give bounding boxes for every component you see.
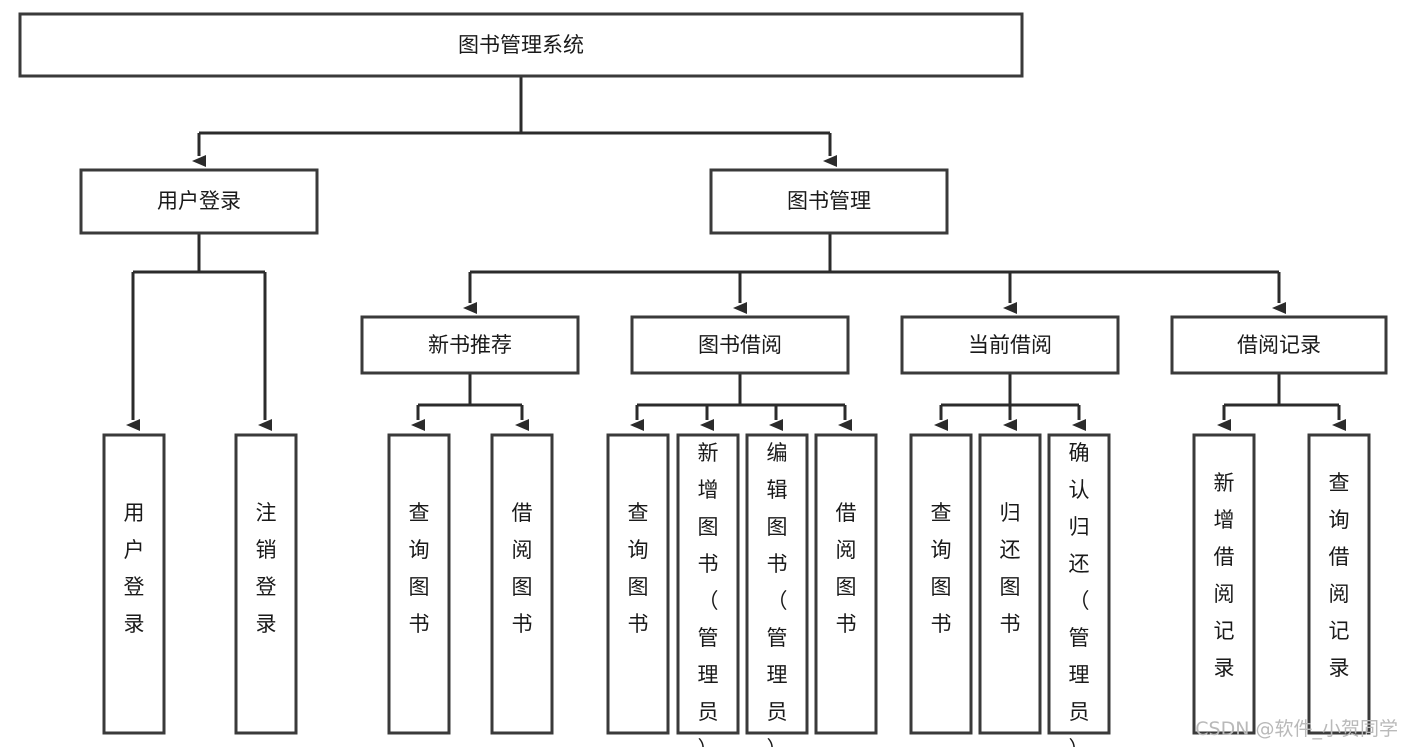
node-leaf-edit-book-box[interactable] xyxy=(745,433,809,735)
node-root[interactable]: 图书管理系统 xyxy=(18,12,1024,78)
node-user-login-label: 用户登录 xyxy=(157,189,241,213)
node-leaf-confirm-return-label: 确认归还（管理员） xyxy=(1069,441,1090,747)
node-leaf-borrow-book-1-box[interactable] xyxy=(490,433,554,735)
node-leaf-user-login-box[interactable] xyxy=(102,433,166,735)
connector-group-book-borrow xyxy=(630,373,852,431)
node-user-login-box[interactable] xyxy=(79,168,319,235)
node-leaf-logout-login-box[interactable] xyxy=(234,433,298,735)
connector-group-new-book-recommend xyxy=(411,373,529,431)
node-new-book-recommend-label: 新书推荐 xyxy=(428,333,512,357)
node-borrow-record[interactable]: 借阅记录 xyxy=(1170,315,1388,375)
node-leaf-query-book-1[interactable]: 查询图书 xyxy=(387,433,451,735)
node-current-borrow[interactable]: 当前借阅 xyxy=(900,315,1120,375)
node-leaf-query-book-2-box[interactable] xyxy=(606,433,670,735)
node-leaf-query-book-3-box[interactable] xyxy=(909,433,973,735)
node-root-label: 图书管理系统 xyxy=(458,33,584,57)
node-leaf-borrow-book-1-label: 借阅图书 xyxy=(512,501,533,636)
node-leaf-add-book[interactable]: 新增图书（管理员） xyxy=(676,433,740,747)
node-book-manage-box[interactable] xyxy=(709,168,949,235)
node-leaf-query-book-1-box[interactable] xyxy=(387,433,451,735)
node-root-box[interactable] xyxy=(18,12,1024,78)
node-leaf-query-book-3-label: 查询图书 xyxy=(931,501,952,636)
node-new-book-recommend[interactable]: 新书推荐 xyxy=(360,315,580,375)
node-leaf-query-record[interactable]: 查询借阅记录 xyxy=(1307,433,1371,735)
node-borrow-record-label: 借阅记录 xyxy=(1237,333,1321,357)
node-leaf-return-book-label: 归还图书 xyxy=(1000,501,1021,636)
node-leaf-add-record-label: 新增借阅记录 xyxy=(1214,471,1235,680)
node-leaf-confirm-return-box[interactable] xyxy=(1047,433,1111,735)
node-leaf-query-record-box[interactable] xyxy=(1307,433,1371,735)
node-leaf-add-book-label: 新增图书（管理员） xyxy=(698,441,719,747)
node-leaf-query-book-2-label: 查询图书 xyxy=(628,501,649,636)
node-user-login[interactable]: 用户登录 xyxy=(79,168,319,235)
node-leaf-logout-login-label: 注销登录 xyxy=(256,501,277,636)
node-book-borrow-box[interactable] xyxy=(630,315,850,375)
node-leaf-user-login[interactable]: 用户登录 xyxy=(102,433,166,735)
connector-group-borrow-record xyxy=(1217,373,1346,431)
node-leaf-add-record[interactable]: 新增借阅记录 xyxy=(1192,433,1256,735)
node-book-borrow-label: 图书借阅 xyxy=(698,333,782,357)
connector-group-root xyxy=(192,76,837,167)
node-leaf-query-record-label: 查询借阅记录 xyxy=(1329,471,1350,680)
node-book-borrow[interactable]: 图书借阅 xyxy=(630,315,850,375)
node-leaf-add-record-box[interactable] xyxy=(1192,433,1256,735)
connector-group-user-login xyxy=(126,233,272,431)
node-leaf-borrow-book-1[interactable]: 借阅图书 xyxy=(490,433,554,735)
node-leaf-borrow-book-2-label: 借阅图书 xyxy=(836,501,857,636)
node-new-book-recommend-box[interactable] xyxy=(360,315,580,375)
csdn-watermark: CSDN @软件_小贺同学 xyxy=(1195,718,1398,740)
node-current-borrow-box[interactable] xyxy=(900,315,1120,375)
node-leaf-user-login-label: 用户登录 xyxy=(124,501,145,636)
connector-group-book-manage xyxy=(463,233,1286,314)
node-leaf-edit-book-label: 编辑图书（管理员） xyxy=(767,441,788,747)
node-leaf-borrow-book-2[interactable]: 借阅图书 xyxy=(814,433,878,735)
node-leaf-query-book-2[interactable]: 查询图书 xyxy=(606,433,670,735)
node-current-borrow-label: 当前借阅 xyxy=(968,333,1052,357)
node-book-manage-label: 图书管理 xyxy=(787,189,871,213)
node-leaf-query-book-3[interactable]: 查询图书 xyxy=(909,433,973,735)
node-leaf-borrow-book-2-box[interactable] xyxy=(814,433,878,735)
node-leaf-query-book-1-label: 查询图书 xyxy=(409,501,430,636)
node-leaf-confirm-return[interactable]: 确认归还（管理员） xyxy=(1047,433,1111,747)
node-leaf-add-book-box[interactable] xyxy=(676,433,740,735)
node-leaf-return-book[interactable]: 归还图书 xyxy=(978,433,1042,735)
node-leaf-return-book-box[interactable] xyxy=(978,433,1042,735)
node-leaf-logout-login[interactable]: 注销登录 xyxy=(234,433,298,735)
node-borrow-record-box[interactable] xyxy=(1170,315,1388,375)
node-book-manage[interactable]: 图书管理 xyxy=(709,168,949,235)
connector-group-current-borrow xyxy=(934,373,1086,431)
node-leaf-edit-book[interactable]: 编辑图书（管理员） xyxy=(745,433,809,747)
